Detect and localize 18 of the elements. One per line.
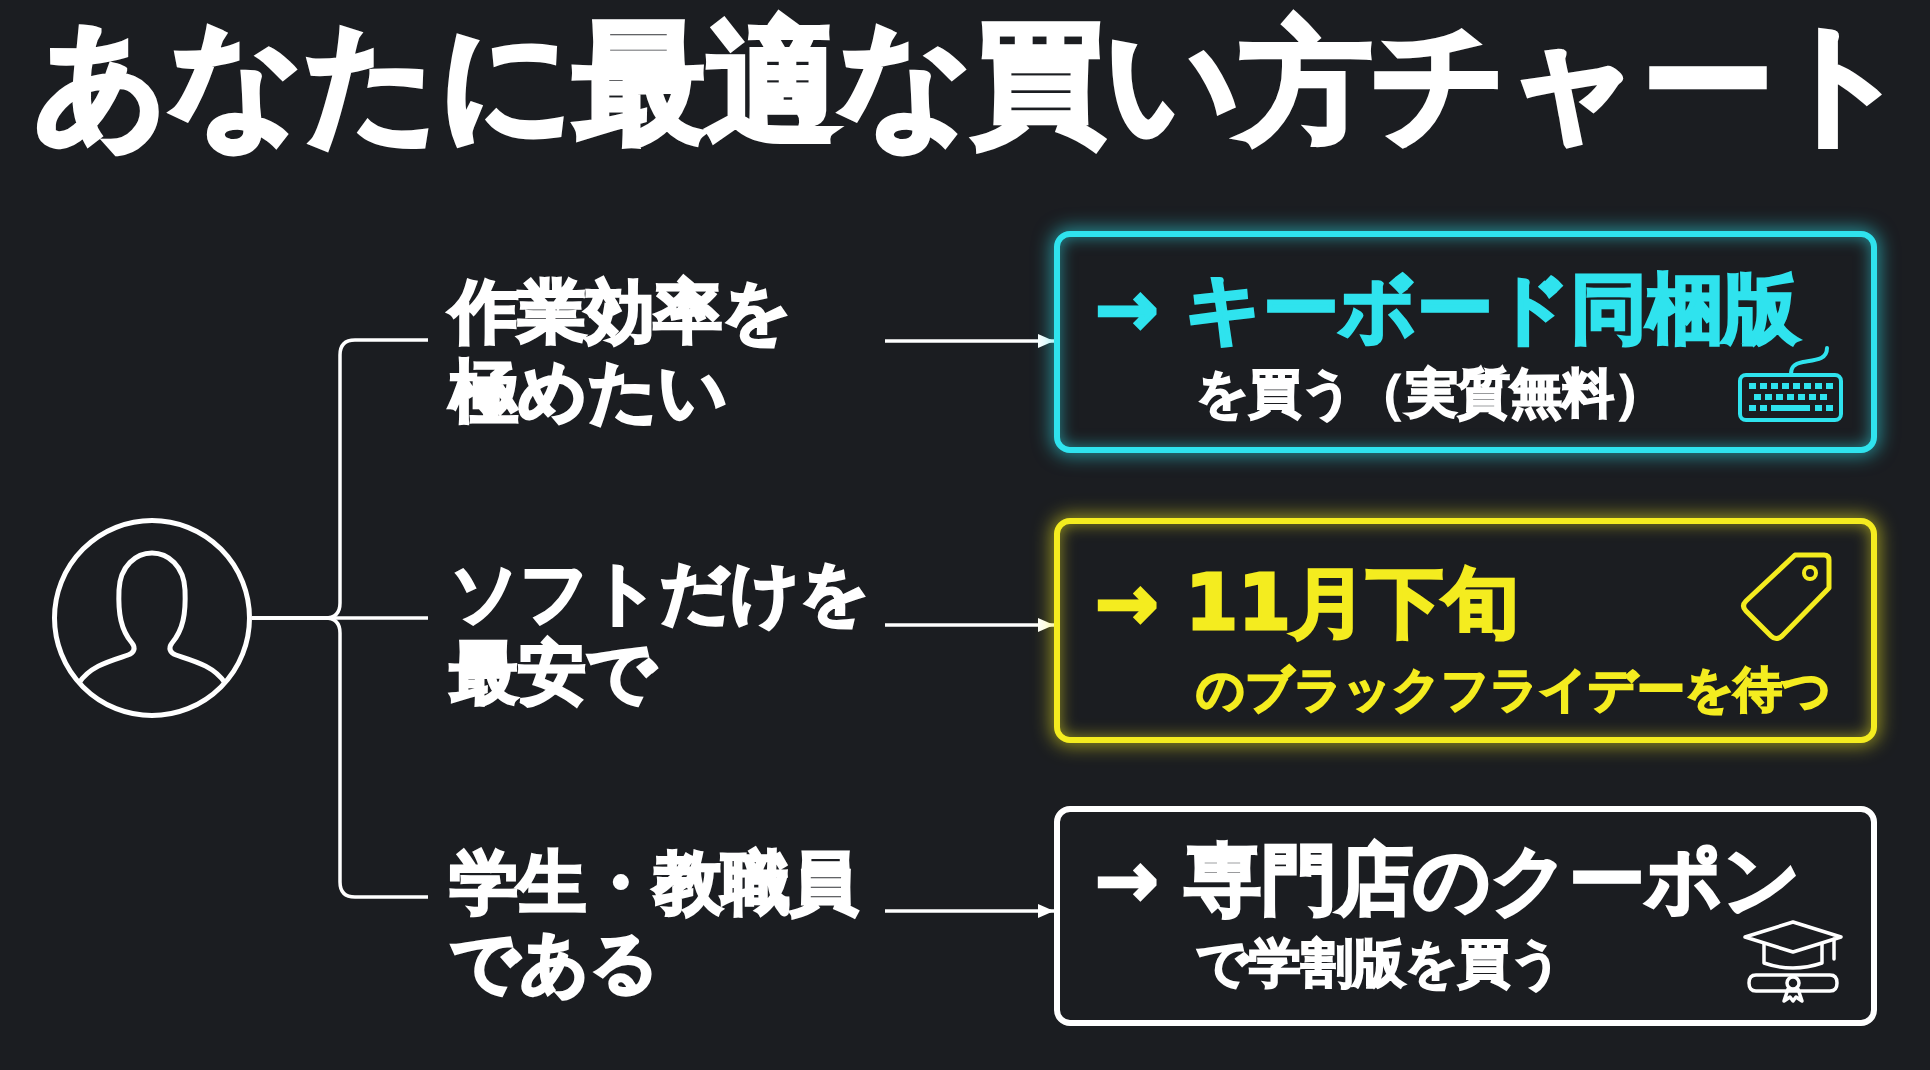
recommendation-heading: → キーボード同梱版 xyxy=(1095,263,1800,355)
connector-line xyxy=(252,616,428,899)
recommendation-heading: → 専門店のクーポン xyxy=(1095,834,1802,926)
title: あなたに最適な買い方チャート xyxy=(34,4,1909,161)
recommendation-heading: → 11月下旬 xyxy=(1095,557,1519,649)
condition-text: 学生・教職員である xyxy=(450,843,859,1003)
recommendation-box xyxy=(1054,231,1877,453)
condition-text: 作業効率を極めたい xyxy=(450,272,793,432)
recommendation-box xyxy=(1054,806,1877,1026)
recommendation-text: のブラックフライデーを待つ xyxy=(1196,660,1831,719)
condition-text: ソフトだけを最安で xyxy=(450,553,871,713)
arrow xyxy=(885,618,1054,632)
recommendation-box xyxy=(1054,518,1877,743)
recommendation-text: を買う（実質無料） xyxy=(1196,362,1666,424)
recommendation-text: で学割版を買う xyxy=(1196,932,1563,994)
arrow xyxy=(885,334,1054,348)
person-icon xyxy=(52,518,252,718)
arrow xyxy=(885,904,1054,918)
